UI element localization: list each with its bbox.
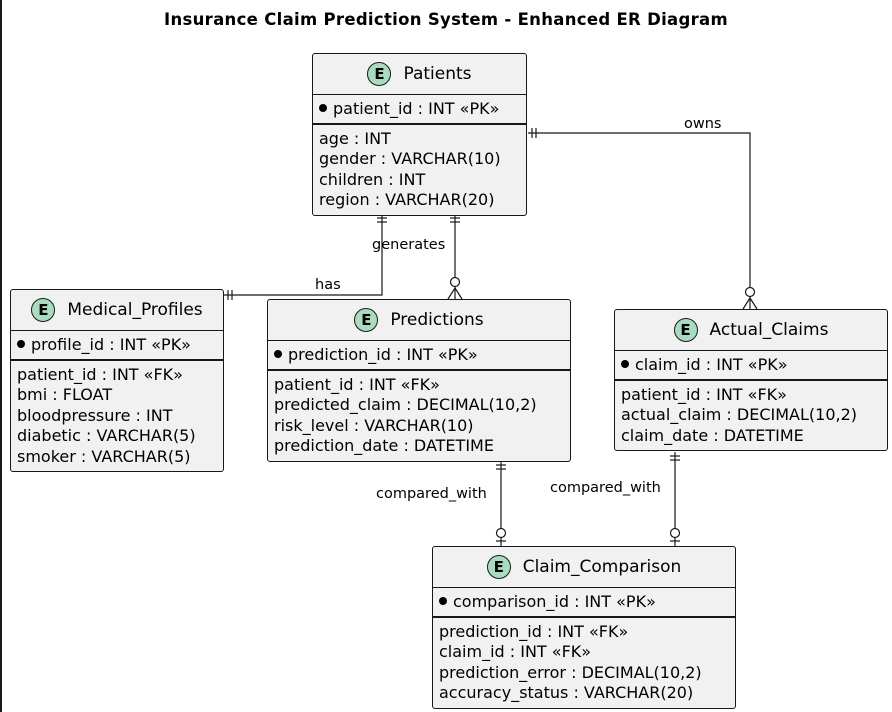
primary-key: profile_id : INT «PK»	[31, 335, 191, 354]
attribute: age : INT	[319, 128, 391, 148]
primary-key-row: comparison_id : INT «PK»	[433, 588, 735, 618]
entity-header: E Actual_Claims	[615, 310, 887, 351]
attribute-list: age : INT gender : VARCHAR(10) children …	[313, 125, 526, 215]
entity-actual-claims[interactable]: E Actual_Claims claim_id : INT «PK» pati…	[614, 309, 888, 451]
primary-key: comparison_id : INT «PK»	[453, 592, 656, 611]
entity-badge-icon: E	[367, 62, 392, 86]
attribute: bmi : FLOAT	[17, 385, 113, 404]
entity-name: Predictions	[390, 309, 484, 330]
attribute: patient_id : INT «FK»	[17, 364, 183, 384]
entity-name: Actual_Claims	[709, 319, 829, 340]
entity-patients[interactable]: E Patients patient_id : INT «PK» age : I…	[312, 53, 527, 216]
attribute-list: patient_id : INT «FK» bmi : FLOAT bloodp…	[11, 361, 223, 472]
entity-name: Patients	[403, 63, 472, 84]
mandatory-dot-icon	[439, 597, 447, 605]
edge-compared-with-claims	[669, 452, 681, 546]
entity-medical-profiles[interactable]: E Medical_Profiles profile_id : INT «PK»…	[10, 289, 224, 472]
mandatory-dot-icon	[621, 360, 629, 368]
edge-generates	[447, 214, 463, 300]
relationship-label-has: has	[315, 277, 341, 293]
primary-key: claim_id : INT «PK»	[635, 355, 788, 374]
relationship-label-compared-with-predictions: compared_with	[376, 486, 487, 502]
mandatory-dot-icon	[319, 104, 327, 112]
attribute: patient_id : INT «FK»	[621, 384, 787, 404]
entity-predictions[interactable]: E Predictions prediction_id : INT «PK» p…	[267, 299, 571, 462]
entity-badge-icon: E	[673, 318, 698, 342]
entity-claim-comparison[interactable]: E Claim_Comparison comparison_id : INT «…	[432, 546, 736, 709]
attribute-list: patient_id : INT «FK» actual_claim : DEC…	[615, 381, 887, 451]
primary-key: patient_id : INT «PK»	[333, 99, 500, 118]
attribute: claim_id : INT «FK»	[439, 642, 592, 661]
entity-header: E Predictions	[268, 300, 570, 341]
relationship-label-generates: generates	[372, 237, 446, 253]
edge-compared-with-predictions	[495, 461, 507, 546]
attribute: predicted_claim : DECIMAL(10,2)	[274, 395, 537, 414]
attribute: smoker : VARCHAR(5)	[17, 446, 191, 466]
attribute: patient_id : INT «FK»	[274, 374, 440, 394]
entity-header: E Claim_Comparison	[433, 547, 735, 588]
entity-badge-icon: E	[354, 308, 379, 332]
attribute: prediction_id : INT «FK»	[439, 621, 629, 641]
attribute: accuracy_status : VARCHAR(20)	[439, 683, 694, 702]
attribute: children : INT	[319, 169, 426, 189]
attribute: diabetic : VARCHAR(5)	[17, 426, 196, 445]
entity-name: Medical_Profiles	[67, 299, 203, 320]
primary-key: prediction_id : INT «PK»	[288, 345, 478, 364]
entity-name: Claim_Comparison	[522, 556, 682, 577]
attribute-list: patient_id : INT «FK» predicted_claim : …	[268, 371, 570, 461]
attribute: bloodpressure : INT	[17, 405, 173, 425]
entity-badge-icon: E	[486, 555, 511, 579]
attribute: gender : VARCHAR(10)	[319, 149, 501, 168]
entity-header: E Medical_Profiles	[11, 290, 223, 331]
left-frame-border	[0, 0, 2, 712]
attribute: region : VARCHAR(20)	[319, 190, 495, 209]
primary-key-row: claim_id : INT «PK»	[615, 351, 887, 381]
edge-has	[224, 214, 387, 300]
primary-key-row: patient_id : INT «PK»	[313, 95, 526, 125]
attribute: prediction_error : DECIMAL(10,2)	[439, 662, 702, 682]
entity-header: E Patients	[313, 54, 526, 95]
relationship-label-owns: owns	[684, 116, 722, 132]
attribute: prediction_date : DATETIME	[274, 436, 494, 455]
mandatory-dot-icon	[274, 350, 282, 358]
attribute: actual_claim : DECIMAL(10,2)	[621, 405, 857, 424]
relationship-label-compared-with-claims: compared_with	[550, 480, 661, 496]
edge-owns	[528, 128, 758, 310]
primary-key-row: profile_id : INT «PK»	[11, 331, 223, 361]
attribute: claim_date : DATETIME	[621, 425, 804, 445]
mandatory-dot-icon	[17, 340, 25, 348]
diagram-title: Insurance Claim Prediction System - Enha…	[164, 10, 728, 29]
attribute: risk_level : VARCHAR(10)	[274, 415, 474, 435]
attribute-list: prediction_id : INT «FK» claim_id : INT …	[433, 618, 735, 708]
entity-badge-icon: E	[31, 298, 56, 322]
primary-key-row: prediction_id : INT «PK»	[268, 341, 570, 371]
